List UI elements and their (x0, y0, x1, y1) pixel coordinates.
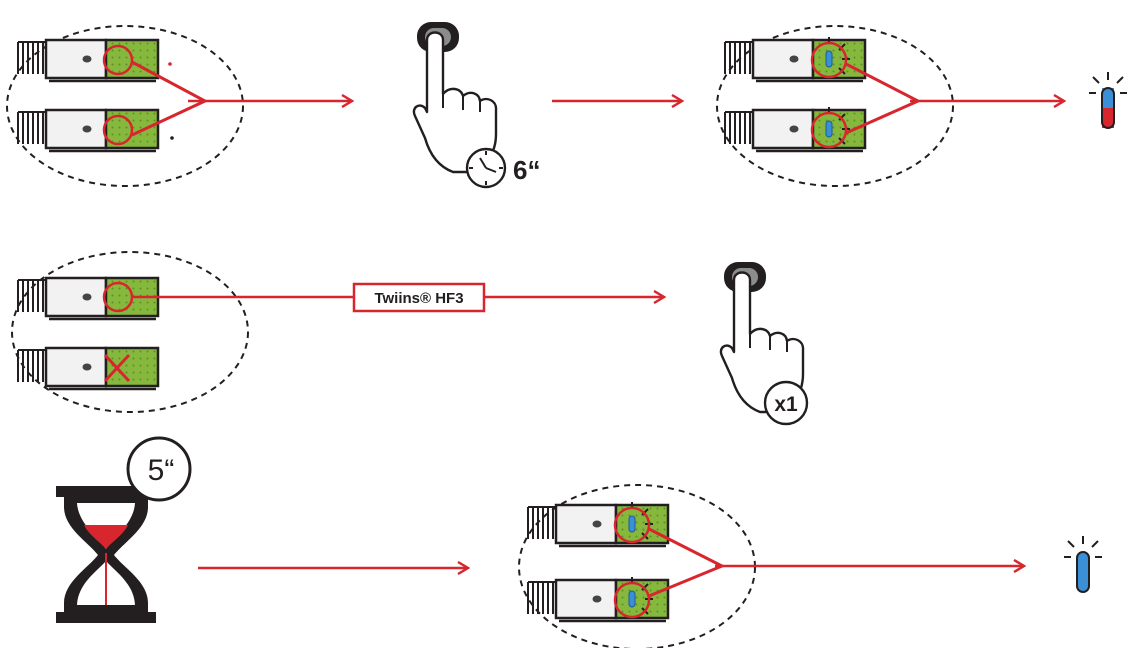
device-pair-group (6, 25, 244, 187)
row-2: Twiins® HF3 x1 (11, 251, 809, 426)
button-highlight-bottom (102, 114, 134, 146)
device-bottom-lit (725, 107, 865, 151)
device-pair-group-lit (716, 25, 954, 187)
led-highlight-bottom (613, 581, 651, 619)
device-top (16, 38, 160, 83)
led-blue-icon (1063, 535, 1103, 593)
product-label-box (352, 282, 486, 313)
clock-icon (465, 147, 507, 189)
led-highlight-top (613, 506, 651, 544)
button-highlight-top (102, 44, 134, 76)
device-top-lit (725, 37, 865, 81)
led-highlight-bottom (810, 111, 848, 149)
hourglass-icon (56, 486, 156, 623)
led-highlight-top (810, 41, 848, 79)
press-count-badge (763, 380, 809, 426)
device-bottom-lit (528, 577, 668, 621)
cross-icon (103, 353, 131, 383)
timer-badge (126, 436, 192, 502)
device-top-lit (528, 502, 668, 546)
timer-label: 6“ (513, 155, 540, 185)
device-bottom (16, 108, 160, 153)
led-blue-red-icon (1089, 72, 1127, 129)
product-label: Twiins® HF3 (374, 290, 463, 307)
timer-label: 5“ (148, 454, 175, 487)
device-top (16, 276, 160, 321)
row-3: 5“ (56, 436, 1103, 648)
row-1: 6“ (6, 20, 1127, 189)
device-pair-group (11, 251, 249, 413)
press-count-label: x1 (774, 393, 798, 416)
